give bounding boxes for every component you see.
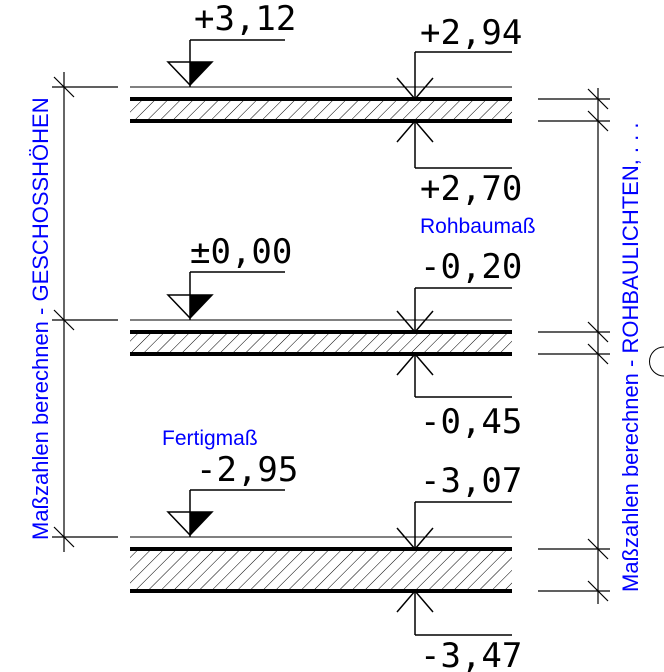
level-top-finished: +3,12 [194, 0, 296, 39]
dim-tick [587, 88, 609, 110]
slab-middle-hatch [130, 334, 512, 353]
slab-middle [130, 319, 512, 356]
slab-bottom-hatch [130, 551, 512, 589]
level-middle-raw-lower: -0,45 [420, 402, 522, 442]
level-top-raw-lower: +2,70 [420, 169, 522, 209]
arrow-down-icon [396, 310, 434, 334]
label-fertigmass: Fertigmaß [162, 427, 258, 450]
level-middle-raw-upper: -0,20 [420, 247, 522, 287]
slab-bottom [130, 536, 512, 593]
raw-marker-bottom [396, 501, 512, 636]
level-triangle-fill [190, 512, 212, 535]
dim-tick [587, 321, 609, 343]
dimension-chain-right [538, 88, 610, 604]
level-marker-top-finished [166, 39, 285, 87]
side-note-right: Maßzahlen berechnen - ROHBAULICHTEN, . .… [618, 123, 643, 593]
dim-tick [53, 309, 75, 331]
dim-tick [53, 76, 75, 98]
label-rohbaumass: Rohbaumaß [420, 215, 536, 238]
dim-tick [587, 580, 609, 602]
arc-fragment [649, 346, 664, 377]
level-triangle-fill [190, 62, 212, 85]
dim-tick [587, 110, 609, 132]
level-bottom-raw-upper: -3,07 [420, 461, 522, 501]
level-bottom-raw-lower: -3,47 [420, 636, 522, 672]
side-note-left: Maßzahlen berechnen - GESCHOSSHÖHEN [28, 97, 53, 540]
level-middle-finished: ±0,00 [190, 232, 292, 272]
level-bottom-finished: -2,95 [196, 450, 298, 490]
raw-marker-top [396, 51, 512, 169]
arrow-down-icon [396, 527, 434, 551]
arrow-down-icon [396, 77, 434, 101]
level-marker-bottom-finished [166, 489, 285, 537]
level-marker-middle-finished [166, 271, 285, 320]
dim-tick [587, 343, 609, 365]
dimension-chain-left [52, 72, 118, 552]
level-triangle-fill [190, 295, 212, 318]
dim-tick [587, 538, 609, 560]
level-top-raw-upper: +2,94 [420, 13, 522, 53]
slab-top [130, 86, 512, 123]
raw-marker-middle [396, 287, 512, 398]
dim-tick [53, 526, 75, 548]
slab-top-hatch [130, 101, 512, 120]
